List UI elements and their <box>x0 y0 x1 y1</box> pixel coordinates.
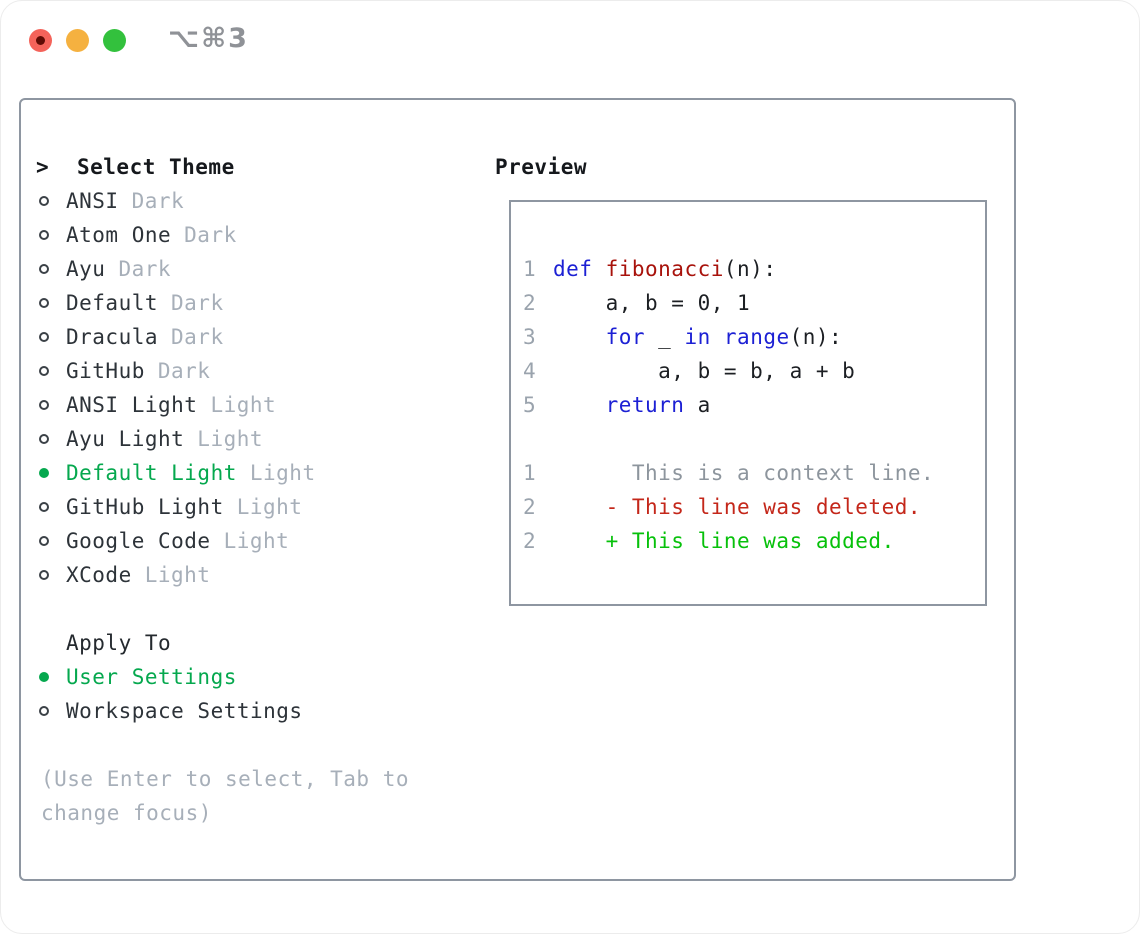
close-button[interactable] <box>29 28 52 52</box>
radio-icon <box>39 366 49 376</box>
theme-list-column: > Select Theme ANSI Dark Atom One Dark A… <box>34 150 409 830</box>
line-number: 5 <box>523 393 537 417</box>
diff-line: 1 This is a context line. <box>523 461 935 485</box>
theme-variant-tag: Dark <box>184 223 237 247</box>
diff-line: 2 - This line was deleted. <box>523 495 922 519</box>
radio-icon <box>39 706 49 716</box>
apply-option-label: User Settings <box>66 665 237 689</box>
code-line: 1 def fibonacci(n): <box>523 257 777 281</box>
theme-option[interactable]: GitHub Dark <box>34 354 409 388</box>
line-number: 2 <box>523 529 537 553</box>
code-line: 5 return a <box>523 393 711 417</box>
theme-option[interactable]: XCode Light <box>34 558 409 592</box>
code-line: 4 a, b = b, a + b <box>523 359 856 383</box>
titlebar <box>29 28 140 52</box>
theme-option-label: GitHub Light <box>66 495 224 519</box>
line-number: 1 <box>523 257 537 281</box>
theme-variant-tag: Light <box>210 393 277 417</box>
theme-option-label: XCode <box>66 563 132 587</box>
maximize-button[interactable] <box>103 28 126 52</box>
theme-option-label: ANSI <box>66 189 119 213</box>
radio-icon <box>39 332 49 342</box>
theme-variant-tag: Light <box>223 529 290 553</box>
theme-variant-tag: Dark <box>131 189 185 213</box>
line-number: 2 <box>523 495 537 519</box>
theme-option[interactable]: Ayu Dark <box>34 252 409 286</box>
preview-content: 1 def fibonacci(n): 2 a, b = 0, 1 3 for … <box>511 202 985 558</box>
theme-variant-tag: Dark <box>157 359 211 383</box>
theme-option[interactable]: Default Dark <box>34 286 409 320</box>
apply-option-label: Workspace Settings <box>66 699 303 723</box>
theme-option[interactable]: Ayu Light Light <box>34 422 409 456</box>
apply-option[interactable]: Workspace Settings <box>34 694 409 728</box>
theme-option-label: Default <box>66 291 159 315</box>
radio-icon <box>39 230 49 240</box>
theme-option-label: ANSI Light <box>66 393 198 417</box>
code-line: 3 for _ in range(n): <box>523 325 843 349</box>
radio-icon <box>39 468 49 478</box>
preview-heading: Preview <box>495 155 588 179</box>
diff-line: 2 + This line was added. <box>523 529 895 553</box>
theme-option[interactable]: ANSI Light Light <box>34 388 409 422</box>
theme-option-label: Ayu <box>66 257 106 281</box>
radio-icon <box>39 502 49 512</box>
theme-variant-tag: Light <box>197 427 264 451</box>
theme-picker-panel: > Select Theme ANSI Dark Atom One Dark A… <box>19 98 1016 881</box>
theme-option[interactable]: Google Code Light <box>34 524 409 558</box>
close-dot-icon <box>36 35 45 45</box>
code-line: 2 a, b = 0, 1 <box>523 291 751 315</box>
theme-option[interactable]: ANSI Dark <box>34 184 409 218</box>
theme-option-label: Dracula <box>66 325 159 349</box>
radio-icon <box>39 400 49 410</box>
help-text-line-2: change focus) <box>41 801 212 825</box>
radio-icon <box>39 298 49 308</box>
spacer <box>34 592 409 626</box>
theme-variant-tag: Light <box>236 495 303 519</box>
theme-variant-tag: Light <box>249 461 316 485</box>
select-theme-heading: Select Theme <box>77 155 235 179</box>
theme-option-label: Ayu Light <box>66 427 185 451</box>
apply-to-heading-row: Apply To <box>34 626 409 660</box>
theme-variant-tag: Dark <box>118 257 172 281</box>
preview-box: 1 def fibonacci(n): 2 a, b = 0, 1 3 for … <box>509 200 987 606</box>
theme-option-label: Atom One <box>66 223 172 247</box>
theme-option[interactable]: Dracula Dark <box>34 320 409 354</box>
apply-option[interactable]: User Settings <box>34 660 409 694</box>
spacer <box>34 728 409 762</box>
radio-icon <box>39 264 49 274</box>
apply-to-options-list: User Settings Workspace Settings <box>34 660 409 728</box>
line-number: 3 <box>523 325 537 349</box>
theme-option[interactable]: Atom One Dark <box>34 218 409 252</box>
theme-option-label: Google Code <box>66 529 211 553</box>
window-title: ⌥⌘3 <box>168 23 249 54</box>
preview-heading-row: Preview <box>495 150 587 184</box>
theme-option[interactable]: GitHub Light Light <box>34 490 409 524</box>
apply-to-heading: Apply To <box>66 631 172 655</box>
theme-option-label: Default Light <box>66 461 237 485</box>
radio-icon <box>39 196 49 206</box>
line-number: 1 <box>523 461 537 485</box>
line-number: 4 <box>523 359 537 383</box>
theme-option[interactable]: Default Light Light <box>34 456 409 490</box>
radio-icon <box>39 536 49 546</box>
radio-icon <box>39 434 49 444</box>
help-text-line-1: (Use Enter to select, Tab to <box>41 767 410 791</box>
theme-option-label: GitHub <box>66 359 145 383</box>
radio-icon <box>39 570 49 580</box>
theme-variant-tag: Dark <box>171 325 224 349</box>
minimize-button[interactable] <box>66 28 89 52</box>
radio-icon <box>39 672 49 682</box>
theme-variant-tag: Dark <box>171 291 224 315</box>
theme-options-list: ANSI Dark Atom One Dark Ayu Dark Default… <box>34 184 409 592</box>
prompt-icon: > <box>36 155 50 179</box>
spacer <box>523 422 985 456</box>
select-theme-heading-row: > Select Theme <box>34 150 409 184</box>
theme-variant-tag: Light <box>144 563 211 587</box>
line-number: 2 <box>523 291 537 315</box>
